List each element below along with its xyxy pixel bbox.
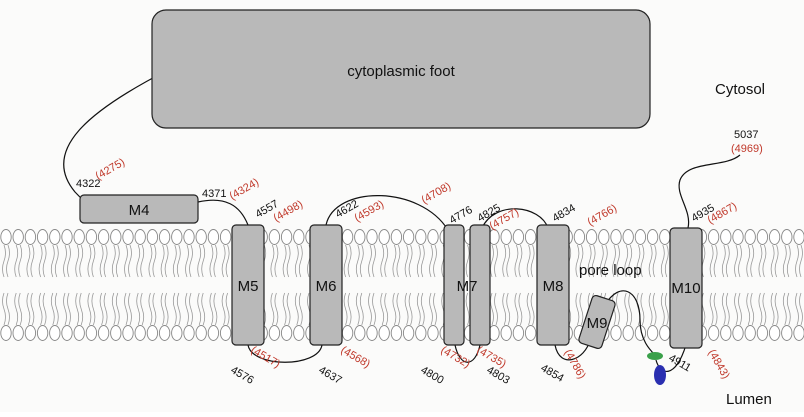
cytoplasmic-foot-label: cytoplasmic foot — [347, 63, 455, 80]
residue-4800: 4800 — [419, 364, 446, 387]
residue-4843: (4843) — [705, 348, 731, 382]
residue-4776: 4776 — [448, 204, 475, 227]
residue-4371: 4371 — [202, 188, 226, 200]
loop-m4-to-m5 — [198, 200, 248, 225]
segment-m9-label: M9 — [587, 315, 608, 332]
residue-4568: (4568) — [339, 344, 373, 370]
residue-4517: (4517) — [249, 344, 283, 370]
residue-4766: (4766) — [586, 202, 620, 228]
segment-m7-label: M7 — [457, 278, 478, 295]
pore-loop-label: pore loop — [579, 262, 642, 279]
cytosol-label: Cytosol — [715, 81, 765, 98]
residue-4324: (4324) — [228, 176, 262, 202]
segment-m5-label: M5 — [238, 278, 259, 295]
residue-4275: (4275) — [94, 156, 128, 182]
segment-m8-label: M8 — [543, 278, 564, 295]
segment-m10-label: M10 — [671, 280, 700, 297]
residue-4969: (4969) — [731, 143, 763, 155]
blue-site-marker — [654, 365, 666, 385]
segment-m6-label: M6 — [316, 278, 337, 295]
residue-4834: 4834 — [551, 202, 578, 225]
residue-4637: 4637 — [317, 364, 344, 387]
residue-5037: 5037 — [734, 129, 758, 141]
residue-4708: (4708) — [420, 180, 454, 206]
residue-4854: 4854 — [539, 362, 566, 385]
lumen-label: Lumen — [726, 391, 772, 408]
residue-4593: (4593) — [353, 198, 387, 224]
segment-m4-label: M4 — [129, 202, 150, 219]
residue-4576: 4576 — [229, 364, 256, 387]
green-site-marker — [647, 352, 663, 360]
